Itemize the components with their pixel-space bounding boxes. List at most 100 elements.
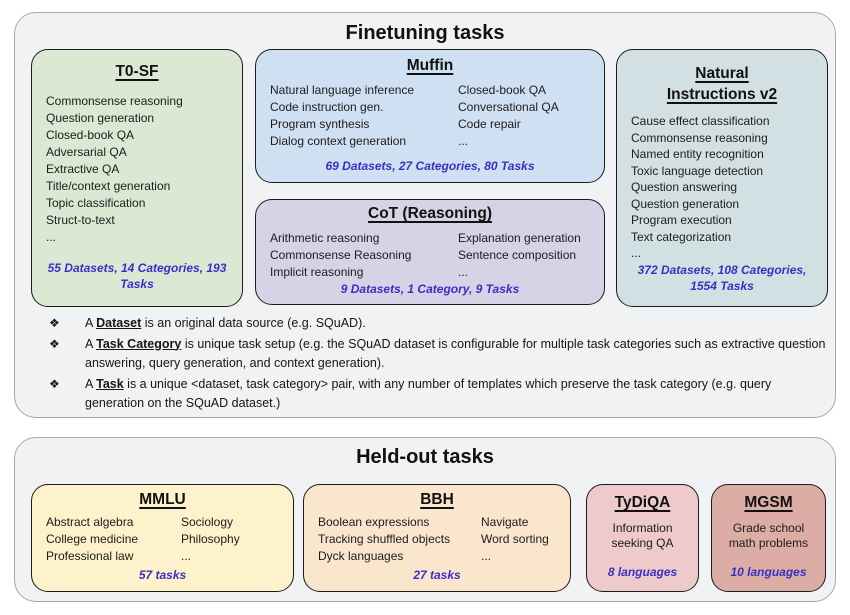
task-item: Boolean expressions bbox=[318, 515, 430, 529]
tydiqa-description: Information seeking QA bbox=[611, 521, 674, 550]
note-text-pre: A bbox=[85, 316, 97, 330]
muffin-stats: 69 Datasets, 27 Categories, 80 Tasks bbox=[325, 159, 535, 173]
note-text-pre: A bbox=[85, 376, 97, 391]
task-item: Extractive QA bbox=[46, 162, 120, 176]
cot-title: CoT (Reasoning) bbox=[368, 205, 492, 222]
task-item: Explanation generation bbox=[458, 231, 581, 245]
natural-instructions-v2-box: Natural Instructions v2 Cause effect cla… bbox=[616, 49, 828, 307]
mgsm-box: MGSM Grade school math problems 10 langu… bbox=[711, 484, 826, 592]
tydiqa-stats: 8 languages bbox=[607, 565, 678, 579]
task-item: Topic classification bbox=[46, 196, 146, 210]
note-task: ❖ A Task is a unique <dataset, task cate… bbox=[41, 375, 829, 414]
note-dataset: ❖ A Dataset is an original data source (… bbox=[41, 314, 829, 334]
task-item: College medicine bbox=[46, 532, 139, 546]
mmlu-title: MMLU bbox=[139, 491, 186, 508]
task-item: Question generation bbox=[631, 196, 740, 211]
muffin-task-list-right: Closed-book QA Conversational QA Code repa… bbox=[458, 82, 559, 150]
bbh-title: BBH bbox=[420, 491, 454, 508]
task-item: Professional law bbox=[46, 549, 134, 563]
finetuning-tasks-panel: Finetuning tasks T0-SF Commonsense reaso… bbox=[14, 12, 836, 418]
task-item: Struct-to-text bbox=[46, 213, 115, 227]
task-item: Commonsense Reasoning bbox=[270, 248, 412, 262]
tydiqa-box: TyDiQA Information seeking QA 8 language… bbox=[586, 484, 699, 592]
task-item: Code repair bbox=[458, 117, 521, 131]
task-item: Sentence composition bbox=[458, 248, 577, 262]
task-item: Conversational QA bbox=[458, 100, 559, 114]
task-item: Cause effect classification bbox=[631, 114, 770, 128]
definition-notes: ❖ A Dataset is an original data source (… bbox=[41, 314, 829, 415]
task-item: Sociology bbox=[181, 515, 234, 529]
diamond-bullet-icon: ❖ bbox=[49, 336, 60, 351]
niv2-title: Natural Instructions v2 bbox=[617, 63, 827, 105]
mgsm-stats: 10 languages bbox=[730, 565, 807, 579]
task-item: Program synthesis bbox=[270, 117, 370, 131]
note-task-category: ❖ A Task Category is unique task setup (… bbox=[41, 335, 829, 374]
task-item: Program execution bbox=[631, 213, 732, 227]
task-item: Closed-book QA bbox=[458, 83, 547, 97]
mgsm-title: MGSM bbox=[744, 494, 793, 511]
note-text-pre: A bbox=[85, 336, 97, 351]
task-item: Question generation bbox=[46, 111, 155, 125]
task-item: Toxic language detection bbox=[631, 163, 764, 178]
task-item: ... bbox=[631, 246, 642, 260]
t0sf-title: T0-SF bbox=[115, 63, 159, 80]
task-item: Implicit reasoning bbox=[270, 265, 364, 279]
diamond-bullet-icon: ❖ bbox=[49, 376, 60, 391]
finetuning-panel-title: Finetuning tasks bbox=[345, 22, 505, 44]
task-item: Text categorization bbox=[631, 229, 732, 244]
task-item: ... bbox=[481, 549, 492, 563]
task-item: Tracking shuffled objects bbox=[318, 532, 451, 546]
note-text-rest: is a unique <dataset, task category> pai… bbox=[85, 376, 772, 411]
task-item: Question answering bbox=[631, 180, 738, 194]
note-text-rest: is an original data source (e.g. SQuAD). bbox=[141, 316, 366, 330]
note-term: Task Category bbox=[96, 336, 182, 351]
heldout-panel-title: Held-out tasks bbox=[356, 446, 494, 468]
niv2-title-line1: Natural bbox=[695, 65, 749, 82]
cot-stats: 9 Datasets, 1 Category, 9 Tasks bbox=[340, 282, 520, 296]
task-item: Abstract algebra bbox=[46, 515, 134, 529]
task-item: Arithmetic reasoning bbox=[270, 231, 380, 245]
note-term: Dataset bbox=[96, 316, 142, 330]
task-item: Closed-book QA bbox=[46, 128, 135, 142]
task-item: Adversarial QA bbox=[46, 145, 127, 159]
task-item: ... bbox=[181, 549, 192, 563]
bbh-stats: 27 tasks bbox=[413, 568, 461, 582]
diamond-bullet-icon: ❖ bbox=[49, 316, 60, 330]
task-item: Dyck languages bbox=[318, 549, 404, 563]
task-item: Natural language inference bbox=[270, 83, 415, 97]
tydiqa-title: TyDiQA bbox=[614, 494, 671, 511]
niv2-stats: 372 Datasets, 108 Categories, 1554 Tasks bbox=[637, 263, 807, 293]
task-item: Navigate bbox=[481, 515, 529, 529]
task-item: Title/context generation bbox=[46, 179, 171, 193]
mgsm-description: Grade school math problems bbox=[728, 521, 809, 550]
task-item: Dialog context generation bbox=[270, 134, 407, 148]
task-item: Commonsense reasoning bbox=[46, 94, 183, 108]
task-item: Code instruction gen. bbox=[270, 100, 384, 114]
mmlu-stats: 57 tasks bbox=[138, 568, 187, 582]
niv2-title-line2: Instructions v2 bbox=[666, 86, 778, 103]
task-item: Commonsense reasoning bbox=[631, 130, 768, 145]
note-term: Task bbox=[96, 376, 124, 391]
muffin-title: Muffin bbox=[406, 57, 454, 74]
t0sf-stats: 55 Datasets, 14 Categories, 193 Tasks bbox=[47, 261, 227, 291]
task-item: Named entity recognition bbox=[631, 147, 764, 161]
